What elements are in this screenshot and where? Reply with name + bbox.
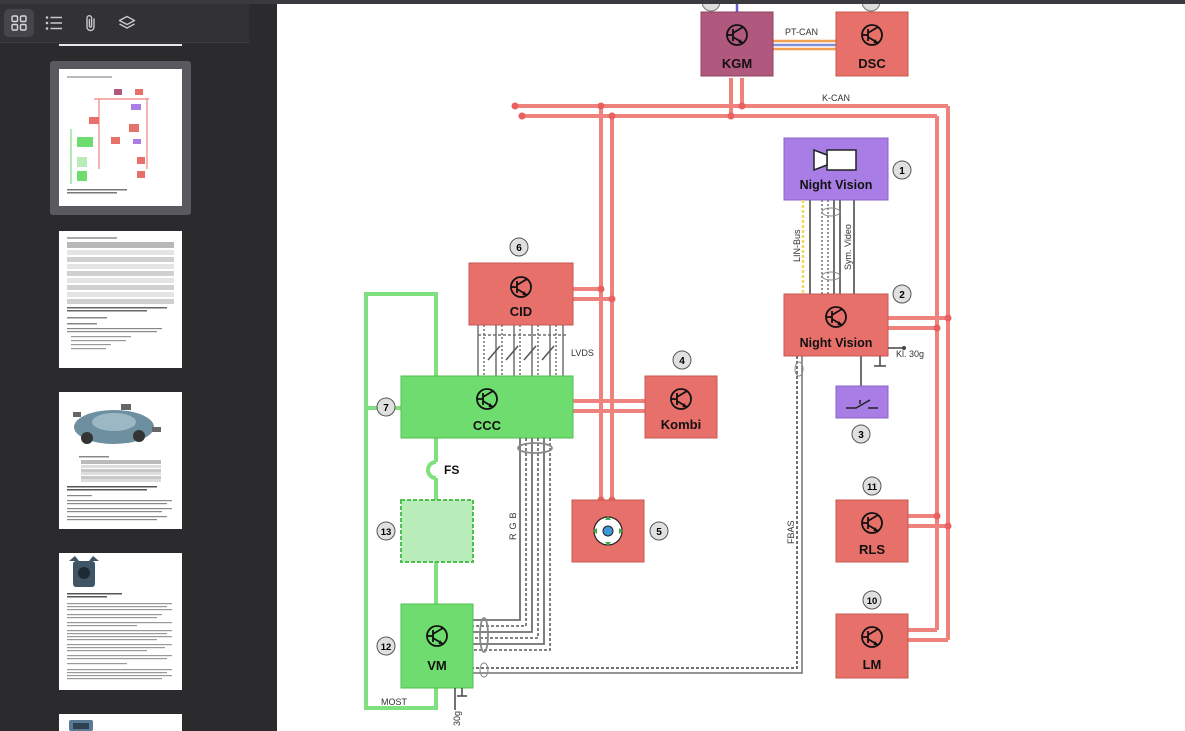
- badge-5-number: 5: [656, 527, 662, 538]
- badge-1: [892, 160, 912, 180]
- vm-kl30g-label: 30g: [452, 711, 462, 726]
- thumbnail-page-4[interactable]: [59, 553, 182, 690]
- k-can-bus: [515, 78, 950, 642]
- rgb-wires: [473, 438, 553, 653]
- layers-icon: [118, 15, 136, 29]
- badge-6-number: 6: [516, 243, 522, 254]
- outline-view-button[interactable]: [39, 9, 69, 37]
- thumbnails-view-button[interactable]: [4, 9, 34, 37]
- badge-13-number: 13: [381, 527, 392, 538]
- fs-loop-icon: [426, 460, 437, 480]
- fbas-label: FBAS: [786, 520, 796, 544]
- badge-13: [376, 521, 396, 541]
- cid-module: CID: [468, 262, 574, 326]
- thumbnail-page-5[interactable]: [59, 714, 182, 731]
- thumbnail-partial-top[interactable]: [59, 44, 182, 46]
- bus-junctions: [511, 102, 952, 530]
- badge-4: [672, 350, 692, 370]
- attachments-view-button[interactable]: [76, 9, 106, 37]
- kgm-module: KGM: [700, 11, 774, 77]
- vm-kl30g-terminal: [454, 688, 467, 710]
- pt-can-label: PT-CAN: [785, 27, 818, 37]
- rls-label: RLS: [859, 542, 885, 557]
- dsc-label: DSC: [858, 56, 886, 71]
- badge-10-number: 10: [867, 596, 878, 607]
- thumbnail-page-1-image: [59, 69, 182, 206]
- paperclip-icon: [86, 15, 95, 32]
- camera-icon: [813, 148, 857, 172]
- thumbnail-page-2[interactable]: [59, 231, 182, 368]
- document-page: PT-CAN K-CAN KGM DSC Night Vision: [277, 4, 1185, 731]
- lm-module: LM: [835, 613, 909, 679]
- cid-label: CID: [510, 304, 532, 319]
- rgb-label: RGB: [508, 508, 518, 540]
- kombi-label: Kombi: [661, 417, 701, 432]
- ccc-label: CCC: [473, 418, 502, 433]
- controller-module: [571, 499, 645, 563]
- switch-icon: [846, 399, 878, 409]
- module-13: [400, 499, 474, 563]
- badge-2: [892, 284, 912, 304]
- list-icon: [45, 16, 62, 30]
- badge-11: [862, 476, 882, 496]
- badge-12-number: 12: [381, 642, 392, 653]
- badge-1-number: 1: [899, 166, 905, 177]
- badge-4-number: 4: [679, 356, 685, 367]
- night-vision-ecu-module: Night Vision: [783, 293, 889, 357]
- fs-label: FS: [444, 463, 459, 477]
- thumbnail-page-1[interactable]: [50, 61, 191, 215]
- night-vision-camera-module: Night Vision: [783, 137, 889, 201]
- badge-2-number: 2: [899, 290, 905, 301]
- window-top-edge: [0, 0, 1185, 4]
- cut-number-badge-left: [701, 4, 721, 12]
- layers-view-button[interactable]: [112, 9, 142, 37]
- lvds-wires: [477, 325, 568, 376]
- ccc-module: CCC: [400, 375, 574, 439]
- vm-label: VM: [427, 658, 447, 673]
- cut-number-badge-right: [861, 4, 881, 12]
- lm-label: LM: [863, 657, 882, 672]
- kgm-label: KGM: [722, 56, 752, 71]
- badge-6: [509, 237, 529, 257]
- night-vision-switch-module: [835, 385, 889, 419]
- night-vision-ecu-label: Night Vision: [800, 336, 873, 350]
- badge-12: [376, 636, 396, 656]
- rls-module: RLS: [835, 499, 909, 563]
- k-can-label: K-CAN: [822, 93, 850, 103]
- camera-ecu-wires: [801, 200, 855, 294]
- sym-video-label: Sym. Video: [843, 224, 853, 270]
- badge-7-number: 7: [383, 403, 389, 414]
- kl30g-terminal: [874, 346, 906, 367]
- kombi-module: Kombi: [644, 375, 718, 439]
- vm-module: VM: [400, 603, 474, 689]
- badge-3: [851, 424, 871, 444]
- most-bus: [364, 292, 438, 710]
- lvds-label: LVDS: [571, 348, 594, 358]
- badge-5: [649, 521, 669, 541]
- night-vision-camera-label: Night Vision: [800, 178, 873, 192]
- badge-3-number: 3: [858, 430, 864, 441]
- most-label: MOST: [381, 697, 408, 707]
- thumbnail-page-3[interactable]: [59, 392, 182, 529]
- grid-icon: [11, 15, 27, 31]
- kl30g-label: Kl. 30g: [896, 349, 924, 359]
- controller-joystick-icon: [593, 516, 623, 546]
- badge-10: [862, 590, 882, 610]
- pt-can-bus: [772, 39, 836, 51]
- sidebar-toolbar: [0, 4, 249, 43]
- viewer-margin: [249, 4, 277, 731]
- badge-11-number: 11: [867, 482, 878, 493]
- thumbnail-sidebar: [0, 4, 249, 731]
- badge-7: [376, 397, 396, 417]
- dsc-module: DSC: [835, 11, 909, 77]
- lin-bus-label: LIN-Bus: [792, 229, 802, 262]
- network-diagram: PT-CAN K-CAN KGM DSC Night Vision: [364, 4, 952, 726]
